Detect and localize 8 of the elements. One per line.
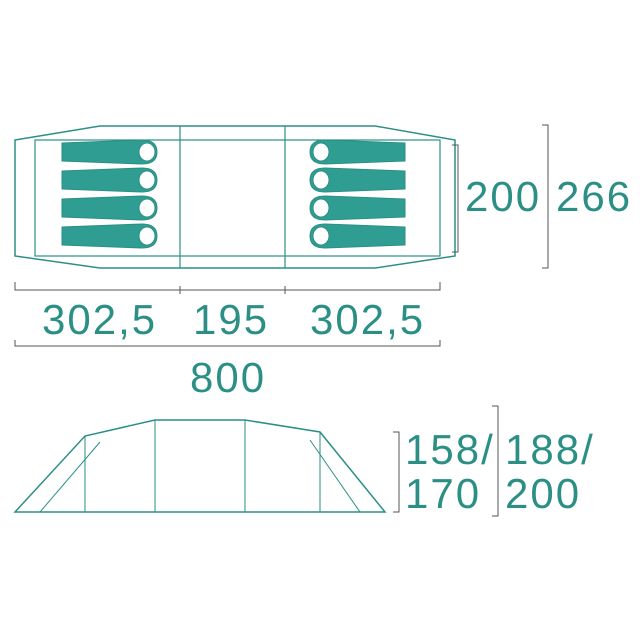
dimension-label: 195 (193, 298, 270, 342)
dimension-label: 158/ 170 (405, 428, 491, 516)
dimension-label: 800 (190, 356, 266, 400)
dimension-label: 302,5 (310, 298, 426, 342)
dimension-label: 200 (465, 175, 542, 219)
dimension-label: 302,5 (42, 298, 158, 342)
dimension-label: 266 (556, 175, 632, 219)
dimension-label: 188/ 200 (505, 428, 591, 516)
